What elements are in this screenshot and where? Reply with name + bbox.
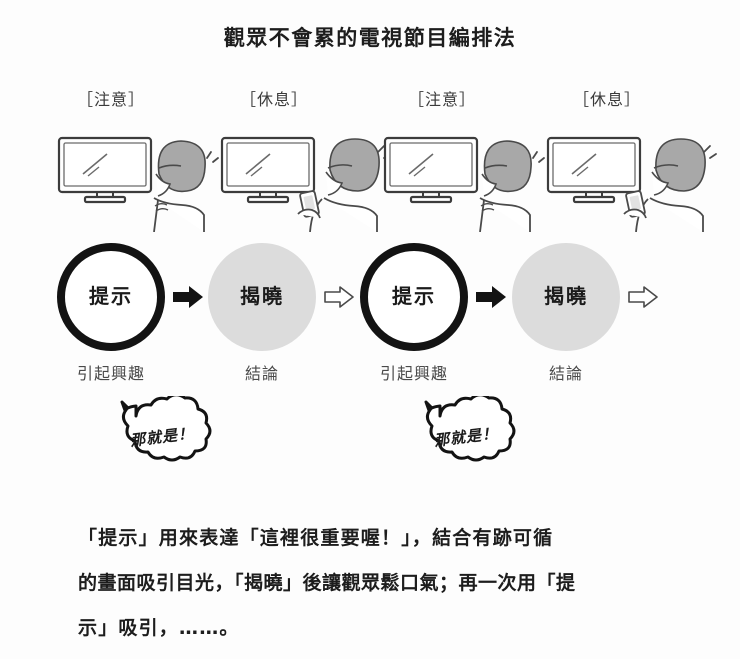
phase-label-rest-1: ［休息］ [240, 90, 309, 109]
tv-watching-icon [57, 136, 219, 233]
flow-node-label: 揭曉 [544, 284, 588, 308]
flow-node-label: 提示 [89, 284, 133, 308]
viewer-figure [153, 140, 219, 233]
scene-tv-watching-1 [55, 128, 230, 233]
flow-node-reveal-2: 揭曉 [512, 243, 620, 351]
flow-node-label: 揭曉 [240, 284, 284, 308]
speech-cloud-icon [424, 393, 516, 462]
paragraph-line-3: 示」吸引，……。 [78, 617, 240, 639]
tv-phone-icon [546, 136, 717, 233]
paragraph-line-1: 「提示」用來表達「這裡很重要喔！」，結合有跡可循 [78, 527, 554, 549]
paragraph-line-2: 的畫面吸引目光，「揭曉」後讓觀眾鬆口氣；再一次用「提 [78, 572, 576, 594]
flow-node-label: 提示 [392, 284, 436, 308]
arrow-right-outline-icon [628, 286, 658, 312]
flow-caption-reveal-1: 結論 [244, 364, 279, 383]
flow-node-hook-1: 提示 [57, 243, 165, 351]
flow-caption-hook-2: 引起興趣 [379, 364, 448, 383]
arrow-right-solid-icon [173, 286, 203, 312]
phase-label-rest-2: ［休息］ [573, 90, 642, 109]
viewer-figure-phone [623, 138, 717, 233]
arrow-right-outline-icon [324, 286, 354, 312]
scene-tv-watching-2 [381, 128, 556, 233]
phase-label-row: ［注意］ ［休息］ ［注意］ ［休息］ [55, 86, 685, 114]
arrow-right-solid-icon [476, 286, 506, 312]
scene-tv-phone-1 [218, 128, 393, 233]
speech-bubble-2: 那就是！ [402, 393, 530, 476]
phase-label-attention-1: ［注意］ [77, 90, 146, 109]
flow-node-hook-2: 提示 [360, 243, 468, 351]
flow-row: 提示 揭曉 提示 揭曉 [0, 240, 740, 358]
page-title: 觀眾不會累的電視節目編排法 [223, 26, 517, 50]
illustration-row [0, 128, 740, 233]
tv-phone-icon [220, 136, 391, 233]
speech-cloud-icon [120, 393, 212, 462]
body-paragraph: 「提示」用來表達「這裡很重要喔！」，結合有跡可循 的畫面吸引目光，「揭曉」後讓觀… [78, 516, 678, 651]
flow-caption-row: 引起興趣 結論 引起興趣 結論 [0, 360, 740, 390]
phase-label-attention-2: ［注意］ [408, 90, 477, 109]
flow-node-reveal-1: 揭曉 [208, 243, 316, 351]
scene-tv-phone-2 [544, 128, 719, 233]
tv-watching-icon [383, 136, 545, 233]
viewer-figure [479, 140, 545, 233]
flow-caption-hook-1: 引起興趣 [76, 364, 145, 383]
flow-caption-reveal-2: 結論 [548, 364, 583, 383]
speech-bubble-1: 那就是！ [98, 393, 226, 476]
